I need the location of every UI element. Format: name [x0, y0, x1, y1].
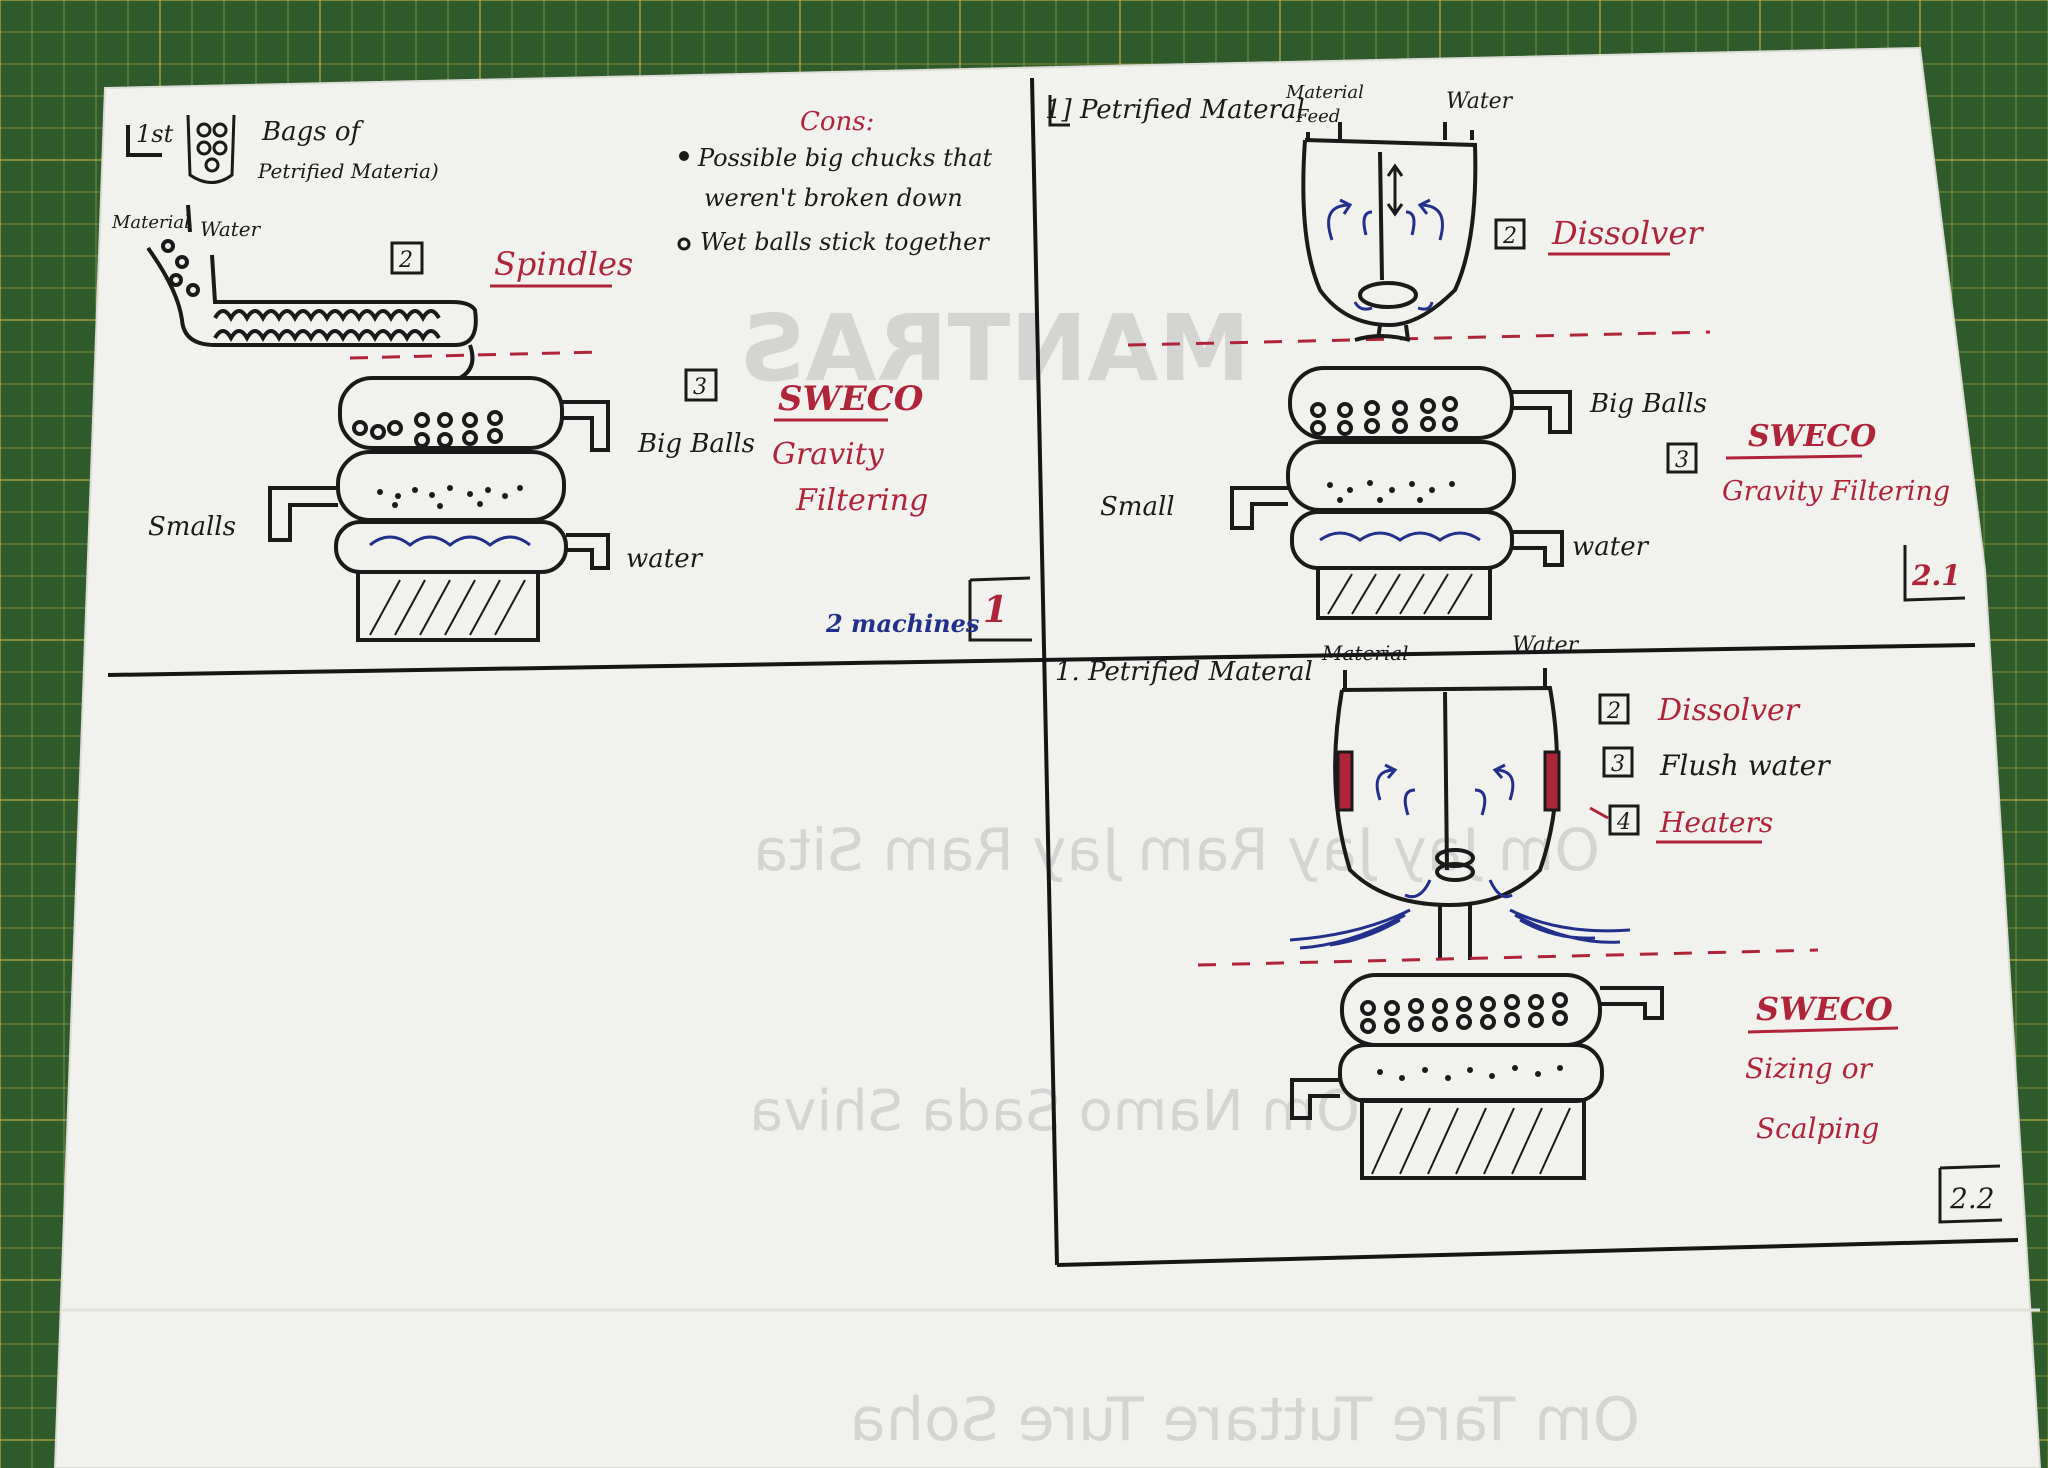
p21-feed-water: Water	[1446, 89, 1514, 114]
flush-water-jets	[1289, 908, 1631, 950]
p1-step2-label: Spindles	[494, 245, 633, 283]
spindle-trough	[146, 239, 478, 380]
p22-step3-label: Flush water	[1659, 749, 1831, 782]
p1-sweco-sub1: Gravity	[772, 437, 885, 472]
panel-1: 1st Bags of Petrified Materia) Material …	[111, 107, 1032, 642]
p21-step2-num: 2	[1502, 224, 1517, 249]
p21-dissolver-tank	[1301, 122, 1478, 341]
bags-icon	[186, 114, 236, 184]
p21-out-small: Small	[1100, 492, 1175, 522]
p1-machines-note: 2 machines	[825, 609, 980, 638]
p1-feed-water: Water	[200, 217, 262, 241]
p22-step1: 1. Petrified Materal	[1055, 657, 1313, 687]
p1-step1-num: 1st	[136, 120, 174, 148]
p22-feed-water: Water	[1512, 633, 1580, 658]
p22-sweco-sub1: Sizing or	[1745, 1052, 1874, 1085]
p21-sweco-sub: Gravity Filtering	[1722, 476, 1950, 507]
p21-feed-material-a: Material	[1285, 82, 1364, 103]
p1-base-hatch	[369, 579, 526, 636]
p1-cons-item2: Wet balls stick together	[700, 228, 990, 256]
panel-2-2: 1. Petrified Materal Material Water	[1055, 633, 2003, 1224]
p1-sweco-machine	[268, 376, 610, 642]
p21-step3-num: 3	[1675, 448, 1689, 473]
heater-right	[1543, 750, 1561, 812]
p22-step2-label: Dissolver	[1657, 693, 1801, 728]
heater-left	[1336, 750, 1354, 812]
p22-feed-material: Material	[1321, 641, 1409, 665]
p22-step4-label: Heaters	[1659, 806, 1773, 839]
p1-out-big: Big Balls	[637, 429, 755, 459]
bleed-line-4: Om Tare Tuttare Ture Soha	[849, 1385, 1640, 1455]
panel-2-1: 1] Petrified Materal Material Feed Water…	[1045, 82, 1966, 620]
p1-step1-label-b: Petrified Materia)	[257, 159, 439, 183]
p1-fines	[377, 485, 523, 509]
p21-step2-label: Dissolver	[1551, 214, 1704, 252]
p1-panel-id: 1	[983, 589, 1008, 631]
p21-step1: 1] Petrified Materal	[1045, 95, 1305, 125]
p21-out-big: Big Balls	[1589, 389, 1707, 419]
p21-sweco-machine	[1230, 334, 1572, 620]
p22-panel-id: 2.2	[1949, 1182, 1995, 1215]
p22-step4-num: 4	[1616, 810, 1631, 835]
p22-sweco-machine	[1290, 973, 1664, 1180]
p1-out-small: Smalls	[148, 512, 236, 542]
p1-step1-label-a: Bags of	[261, 117, 365, 147]
p1-cons-item1-b: weren't broken down	[704, 184, 963, 212]
p1-sweco-title: SWECO	[778, 379, 924, 419]
bleed-line-1: MANTRAS	[739, 295, 1250, 402]
p21-sweco-title: SWECO	[1748, 419, 1876, 454]
p1-feed-material: Material	[111, 212, 190, 233]
p22-sweco-sub2: Scalping	[1756, 1112, 1879, 1145]
p1-sweco-sub2: Filtering	[795, 483, 928, 518]
p1-step2-num: 2	[398, 248, 413, 273]
panel-dividers	[107, 77, 2019, 1267]
p22-step2-num: 2	[1606, 699, 1621, 724]
p21-panel-id: 2.1	[1911, 559, 1961, 592]
p1-out-water: water	[626, 544, 704, 574]
p22-step3-num: 3	[1611, 752, 1625, 777]
p1-cons-title: Cons:	[800, 107, 874, 137]
p21-feed-material-b: Feed	[1295, 106, 1340, 127]
p21-out-water: water	[1572, 532, 1650, 562]
p1-step3-num: 3	[693, 375, 707, 400]
p22-sweco-title: SWECO	[1756, 990, 1893, 1028]
p1-cons-item1-a: Possible big chucks that	[697, 144, 993, 172]
